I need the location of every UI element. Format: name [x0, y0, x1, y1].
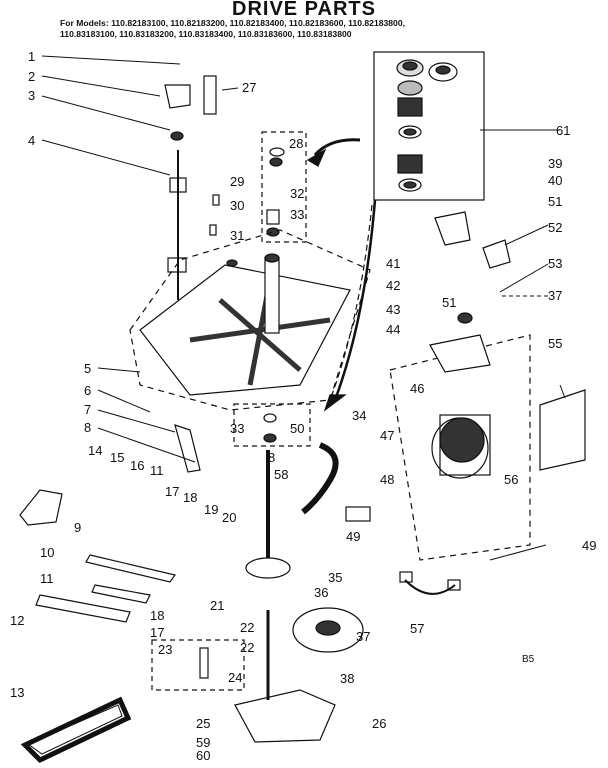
callout-33a: 33	[290, 207, 304, 222]
bearing-box	[261, 131, 307, 243]
callout-26: 26	[372, 716, 386, 731]
callout-51a: 51	[548, 194, 562, 209]
callout-11a: 11	[40, 571, 54, 586]
callout-51b: 51	[442, 295, 456, 310]
callout-49a: 49	[346, 529, 360, 544]
callout-42: 42	[386, 278, 400, 293]
callout-20: 20	[222, 510, 236, 525]
callout-57: 57	[410, 621, 424, 636]
model-list: For Models: 110.82183100, 110.82183200, …	[60, 18, 406, 39]
callout-27: 27	[242, 80, 256, 95]
callout-8: 8	[84, 420, 91, 435]
callout-33b: 33	[230, 421, 244, 436]
callout-18a: 18	[183, 490, 197, 505]
callout-46: 46	[410, 381, 424, 396]
callout-15: 15	[110, 450, 124, 465]
callout-36: 36	[314, 585, 328, 600]
callout-2: 2	[28, 69, 35, 84]
callout-12: 12	[10, 613, 24, 628]
callout-53: 53	[548, 256, 562, 271]
callout-21: 21	[210, 598, 224, 613]
seal-kit-box	[373, 51, 485, 201]
callout-8b: 8	[268, 450, 275, 465]
callout-37a: 37	[548, 288, 562, 303]
callout-1: 1	[28, 49, 35, 64]
callout-43: 43	[386, 302, 400, 317]
callout-60: 60	[196, 748, 210, 763]
callout-49b: 49	[582, 538, 596, 553]
callout-10: 10	[40, 545, 54, 560]
callout-17a: 17	[165, 484, 179, 499]
callout-17b: 17	[150, 625, 164, 640]
callout-22a: 22	[240, 620, 254, 635]
callout-59: 59	[196, 735, 210, 750]
callout-58: 58	[274, 467, 288, 482]
callout-38: 38	[340, 671, 354, 686]
callout-22b: 22	[240, 640, 254, 655]
callout-4: 4	[28, 133, 35, 148]
callout-5: 5	[84, 361, 91, 376]
callout-13: 13	[10, 685, 24, 700]
callout-47: 47	[380, 428, 394, 443]
callout-18b: 18	[150, 608, 164, 623]
callout-25: 25	[196, 716, 210, 731]
callout-30: 30	[230, 198, 244, 213]
callout-37b: 37	[356, 629, 370, 644]
callout-39: 39	[548, 156, 562, 171]
callout-11b: 11	[150, 463, 164, 478]
callout-23: 23	[158, 642, 172, 657]
callout-61: 61	[556, 123, 570, 138]
callout-48: 48	[380, 472, 394, 487]
callout-52: 52	[548, 220, 562, 235]
diagram-title: DRIVE PARTS	[232, 0, 376, 20]
callout-40: 40	[548, 173, 562, 188]
callout-19: 19	[204, 502, 218, 517]
callout-44: 44	[386, 322, 400, 337]
callout-7: 7	[84, 402, 91, 417]
callout-14: 14	[88, 443, 102, 458]
callout-35: 35	[328, 570, 342, 585]
callout-6: 6	[84, 383, 91, 398]
callout-28: 28	[289, 136, 303, 151]
callout-16: 16	[130, 458, 144, 473]
callout-24: 24	[228, 670, 242, 685]
page-code: B5	[522, 654, 535, 665]
callout-41: 41	[386, 256, 400, 271]
callout-34: 34	[352, 408, 366, 423]
callout-9: 9	[74, 520, 81, 535]
callout-32: 32	[290, 186, 304, 201]
callout-3: 3	[28, 88, 35, 103]
callout-31: 31	[230, 228, 244, 243]
callout-55: 55	[548, 336, 562, 351]
callout-56: 56	[504, 472, 518, 487]
callout-29: 29	[230, 174, 244, 189]
callout-50: 50	[290, 421, 304, 436]
